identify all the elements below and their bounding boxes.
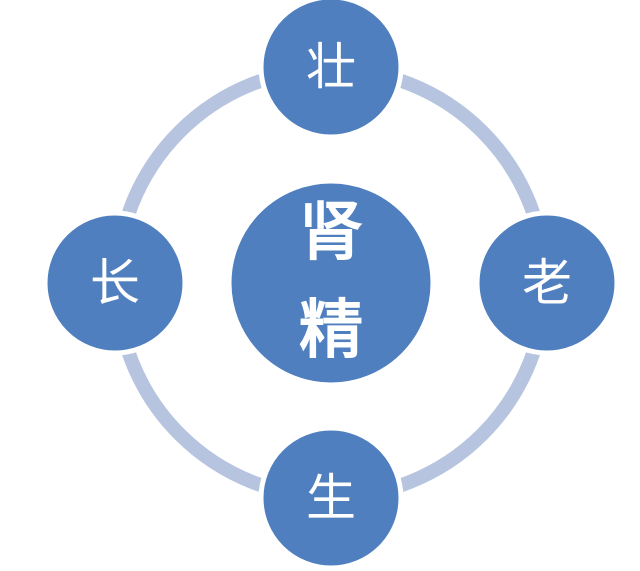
node-left: 长 — [42, 210, 188, 356]
center-node-label-line1: 肾 — [299, 196, 363, 270]
node-bottom: 生 — [258, 425, 404, 571]
node-top-circle — [258, 0, 404, 140]
center-node-label-line2: 精 — [299, 294, 363, 368]
node-top-label: 壮 — [306, 38, 356, 96]
node-right-circle — [474, 210, 620, 356]
node-right: 老 — [474, 210, 620, 356]
node-top: 壮 — [258, 0, 404, 140]
node-right-label: 老 — [522, 254, 572, 312]
node-bottom-label: 生 — [306, 469, 356, 527]
node-left-label: 长 — [90, 254, 140, 312]
node-bottom-circle — [258, 425, 404, 571]
center-node: 肾 精 — [226, 178, 436, 388]
center-node-circle — [226, 178, 436, 388]
node-left-circle — [42, 210, 188, 356]
